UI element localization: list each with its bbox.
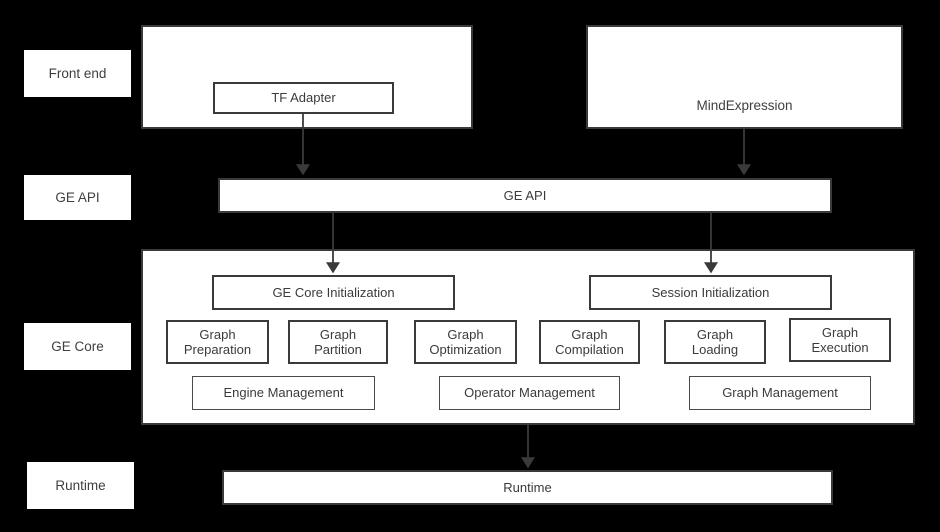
- graph-partition-box[interactable]: Graph Partition: [288, 320, 388, 364]
- ge-api-bar[interactable]: GE API: [218, 178, 832, 213]
- graph-execution-box[interactable]: Graph Execution: [789, 318, 891, 362]
- graph-management-box[interactable]: Graph Management: [689, 376, 871, 410]
- ge-core-initialization-box[interactable]: GE Core Initialization: [212, 275, 455, 310]
- mindexpression-panel: MindExpression: [586, 25, 903, 129]
- stage-label-front-end: Front end: [24, 50, 131, 97]
- stage-label-ge-core: GE Core: [24, 323, 131, 370]
- runtime-bar[interactable]: Runtime: [222, 470, 833, 505]
- stage-label-runtime: Runtime: [27, 462, 134, 509]
- graph-optimization-box[interactable]: Graph Optimization: [414, 320, 517, 364]
- tf-adapter-box[interactable]: TF Adapter: [213, 82, 394, 114]
- session-initialization-box[interactable]: Session Initialization: [589, 275, 832, 310]
- graph-preparation-box[interactable]: Graph Preparation: [166, 320, 269, 364]
- graph-compilation-box[interactable]: Graph Compilation: [539, 320, 640, 364]
- mindexpression-title: MindExpression: [696, 98, 793, 113]
- engine-management-box[interactable]: Engine Management: [192, 376, 375, 410]
- graph-loading-box[interactable]: Graph Loading: [664, 320, 766, 364]
- operator-management-box[interactable]: Operator Management: [439, 376, 620, 410]
- stage-label-ge-api: GE API: [24, 175, 131, 220]
